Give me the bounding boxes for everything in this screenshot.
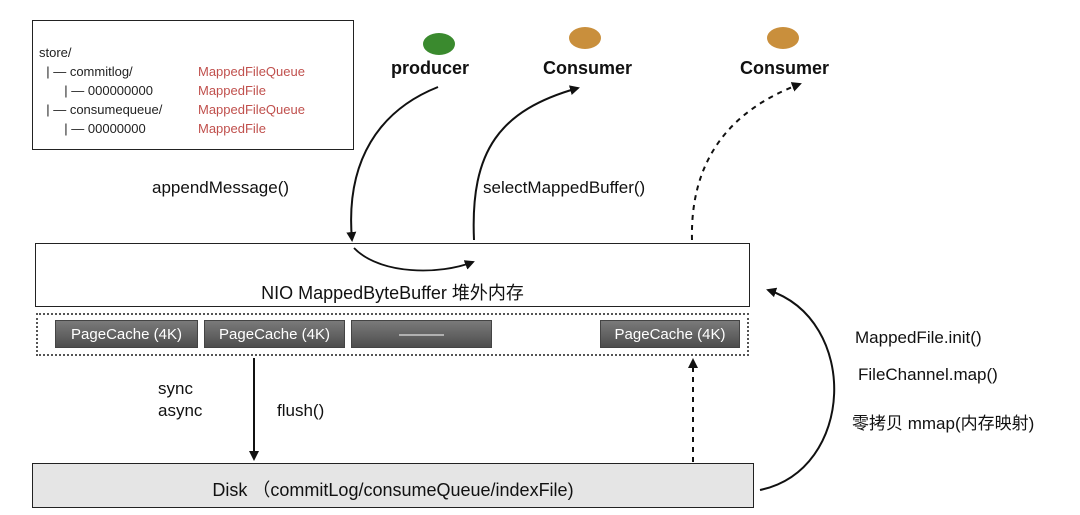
inner-buffer-arrow [353, 247, 475, 272]
store-tree-line: | — commitlog/ [39, 64, 133, 79]
zero-copy-mmap-label: 零拷贝 mmap(内存映射) [852, 414, 1035, 433]
select-mapped-buffer-label: selectMappedBuffer() [483, 178, 646, 197]
store-tree-line: | — 000000000 [39, 83, 153, 98]
nio-label: NIO MappedByteBuffer 堆外内存 [261, 283, 524, 303]
page-cache-block: PageCache (4K) [204, 320, 345, 348]
append-message-label: appendMessage() [152, 178, 290, 197]
producer-icon [423, 33, 455, 55]
store-tree-line: store/ [39, 45, 72, 60]
class-label: MappedFile [198, 83, 266, 98]
disk-box: Disk （commitLog/consumeQueue/indexFile) [32, 463, 754, 508]
store-structure-box: store/ | — commitlog/ | — 000000000 | — … [32, 20, 354, 150]
store-tree-line: | — 00000000 [39, 121, 146, 136]
consumer-icon [767, 27, 799, 49]
flush-label: flush() [277, 401, 325, 420]
consumer-label: Consumer [740, 58, 830, 78]
class-label: MappedFile [198, 121, 266, 136]
disk-label: Disk （commitLog/consumeQueue/indexFile) [212, 480, 574, 500]
select-arrow [472, 85, 580, 241]
producer-label: producer [391, 58, 470, 78]
nio-mapped-byte-buffer-box: NIO MappedByteBuffer 堆外内存 [35, 243, 750, 307]
mmap-arrow [759, 287, 836, 491]
file-channel-map-label: FileChannel.map() [858, 365, 998, 384]
append-arrow [346, 86, 439, 242]
consumer-dashed-arrow [690, 82, 802, 241]
class-label: MappedFileQueue [198, 102, 305, 117]
class-label: MappedFileQueue [198, 64, 305, 79]
consumer-label: Consumer [543, 58, 633, 78]
page-cache-block: PageCache (4K) [600, 320, 740, 348]
mapped-file-init-label: MappedFile.init() [855, 328, 982, 347]
store-tree-line: | — consumequeue/ [39, 102, 163, 117]
page-cache-row: PageCache (4K) PageCache (4K) ——— PageCa… [36, 313, 749, 356]
page-cache-ellipsis-block: ——— [351, 320, 492, 348]
page-cache-block: PageCache (4K) [55, 320, 198, 348]
async-label: async [158, 401, 203, 420]
sync-label: sync [158, 379, 193, 398]
consumer-icon [569, 27, 601, 49]
